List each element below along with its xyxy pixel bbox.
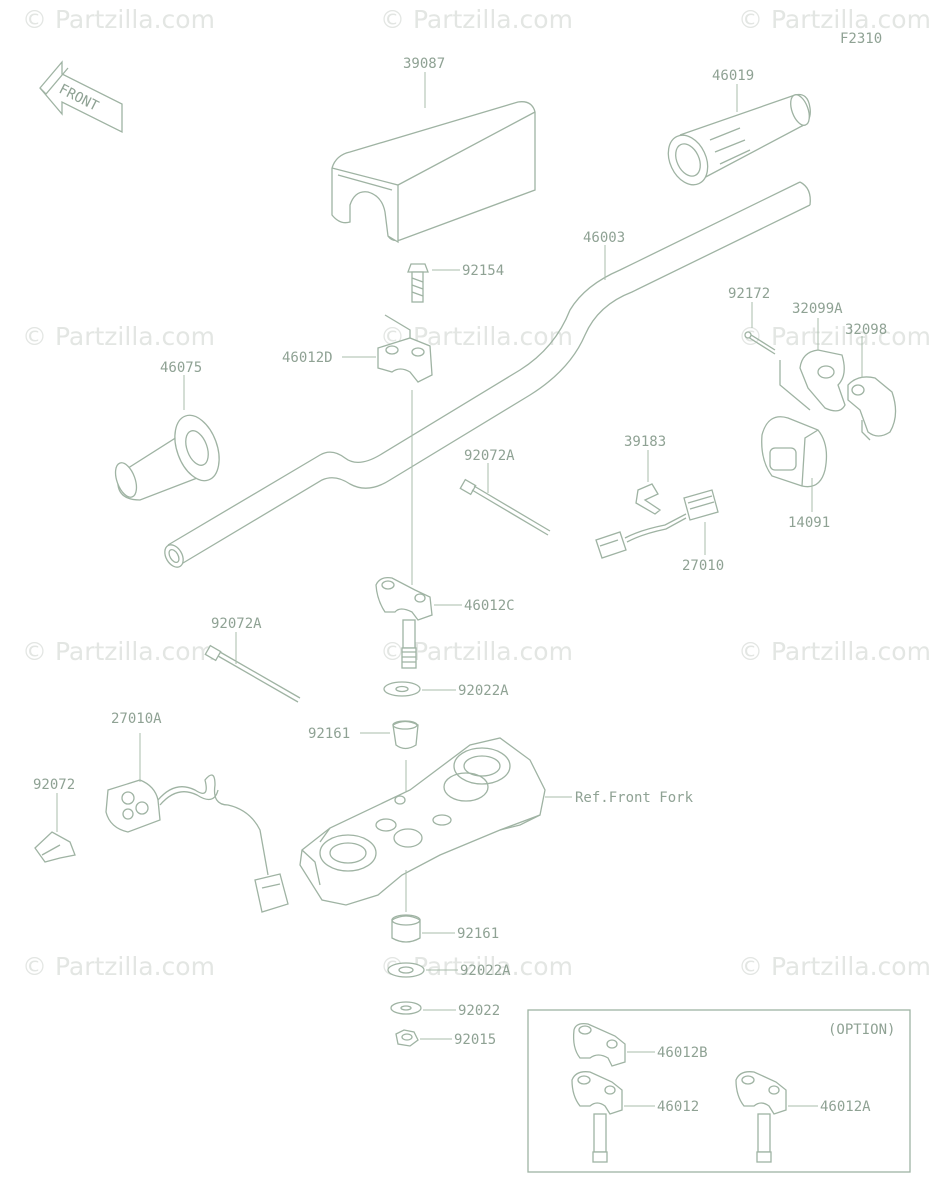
switch-27010 (595, 489, 719, 559)
nut-92015 (395, 1029, 419, 1047)
damper-92161-1 (392, 720, 419, 750)
label-46012C: 46012C (464, 598, 515, 614)
housing-32099A (779, 349, 846, 412)
washer-92022A-2 (387, 962, 425, 978)
diagram-code: F2310 (840, 31, 882, 47)
watermark-4: © Partzilla.com (22, 322, 215, 351)
label-46012D: 46012D (282, 350, 333, 366)
label-46019: 46019 (712, 68, 754, 84)
watermark-1: © Partzilla.com (22, 5, 215, 34)
label-92154: 92154 (462, 263, 504, 279)
screw-92172 (744, 331, 776, 355)
label-27010A: 27010A (111, 711, 162, 727)
damper-92161-2 (391, 914, 421, 943)
label-39183: 39183 (624, 434, 666, 450)
option-label: (OPTION) (828, 1022, 895, 1038)
cable-tie-2 (204, 644, 301, 703)
switch-27010A (105, 774, 289, 913)
clamp-46012C (375, 577, 433, 669)
label-32098: 32098 (845, 322, 887, 338)
watermark-2: © Partzilla.com (380, 5, 573, 34)
label-92072A-2: 92072A (211, 616, 262, 632)
label-14091: 14091 (788, 515, 830, 531)
washer-92022 (390, 1001, 422, 1015)
bolt-92154 (407, 263, 429, 303)
clamp-46012 (571, 1071, 623, 1163)
label-46075: 46075 (160, 360, 202, 376)
label-39087: 39087 (403, 56, 445, 72)
label-92022A-2: 92022A (460, 963, 511, 979)
washer-92022A-1 (383, 681, 421, 697)
watermark-7: © Partzilla.com (22, 637, 215, 666)
clamp-46012B (572, 1022, 626, 1067)
label-92161-2: 92161 (457, 926, 499, 942)
left-grip (114, 414, 220, 501)
clip-92072 (34, 831, 76, 863)
clip-39183 (635, 483, 662, 515)
handlebar-pad (331, 101, 536, 244)
label-46012A: 46012A (820, 1099, 871, 1115)
watermark-3: © Partzilla.com (738, 5, 929, 34)
housing-32098 (847, 376, 897, 441)
clamp-46012D (377, 314, 433, 383)
watermark-10: © Partzilla.com (22, 952, 215, 981)
label-92022: 92022 (458, 1003, 500, 1019)
label-ref-front-fork: Ref.Front Fork (575, 790, 694, 806)
label-92022A-1: 92022A (458, 683, 509, 699)
label-32099A: 32099A (792, 301, 843, 317)
triple-clamp (299, 737, 546, 906)
label-46012: 46012 (657, 1099, 699, 1115)
front-arrow-icon: FRONT (39, 60, 123, 134)
watermark-6: © Partzilla.com (738, 322, 929, 351)
label-92072: 92072 (33, 777, 75, 793)
label-92072A-1: 92072A (464, 448, 515, 464)
clamp-46012A (735, 1071, 787, 1163)
label-92161-1: 92161 (308, 726, 350, 742)
label-46003: 46003 (583, 230, 625, 246)
label-92015: 92015 (454, 1032, 496, 1048)
handlebar (164, 181, 811, 568)
watermark-9: © Partzilla.com (738, 637, 929, 666)
label-27010: 27010 (682, 558, 724, 574)
label-46012B: 46012B (657, 1045, 708, 1061)
throttle-grip (667, 93, 811, 186)
label-92172: 92172 (728, 286, 770, 302)
watermark-12: © Partzilla.com (738, 952, 929, 981)
option-box (527, 1009, 911, 1173)
cover-14091 (761, 416, 828, 488)
cable-tie-1 (459, 478, 551, 536)
watermarks: © Partzilla.com © Partzilla.com © Partzi… (22, 5, 929, 981)
